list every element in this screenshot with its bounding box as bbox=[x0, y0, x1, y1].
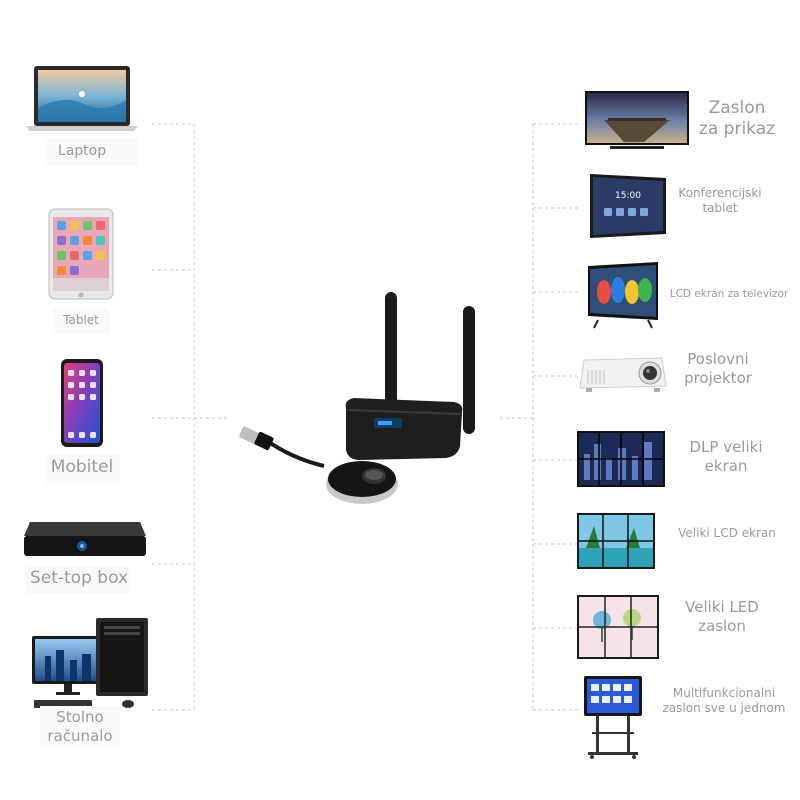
device-label-laptop: Laptop bbox=[57, 143, 107, 159]
desktop-computer-icon bbox=[32, 618, 148, 708]
all-in-one-display-icon bbox=[584, 676, 642, 759]
device-label-lcd-wall: Veliki LCD ekran bbox=[678, 526, 776, 540]
device-label-desktop: Stolno računalo bbox=[47, 708, 113, 745]
projector-icon bbox=[579, 357, 667, 392]
device-label-lcd-tv: LCD ekran za televizor bbox=[669, 288, 789, 300]
lcd-tv-icon bbox=[588, 262, 658, 329]
lcd-video-wall-icon bbox=[577, 513, 655, 569]
laptop-icon bbox=[26, 66, 138, 131]
wireless-hdmi-kit-icon bbox=[239, 292, 475, 504]
device-label-led-wall: Veliki LED zaslon bbox=[685, 598, 759, 635]
set-top-box-icon bbox=[24, 522, 146, 556]
device-label-projector: Poslovni projektor bbox=[684, 350, 752, 387]
device-label-set-top-box: Set-top box bbox=[29, 568, 129, 588]
smartphone-icon bbox=[61, 359, 103, 447]
device-label-display: Zaslon za prikaz bbox=[698, 98, 776, 140]
device-label-all-in-one: Multifunkcionalni zaslon sve u jednom bbox=[662, 686, 786, 715]
display-screen-icon bbox=[585, 91, 689, 149]
tablet-icon bbox=[48, 208, 114, 300]
device-label-dlp: DLP veliki ekran bbox=[689, 438, 763, 475]
device-label-mobitel: Mobitel bbox=[50, 457, 114, 477]
device-label-tablet: Tablet bbox=[63, 313, 99, 327]
dlp-video-wall-icon bbox=[577, 431, 665, 487]
conference-tablet-icon: 15:00 bbox=[590, 174, 666, 238]
tablet-clock: 15:00 bbox=[615, 191, 641, 201]
device-label-conference-tablet: Konferencijski tablet bbox=[678, 186, 762, 215]
led-video-wall-icon bbox=[577, 595, 659, 659]
